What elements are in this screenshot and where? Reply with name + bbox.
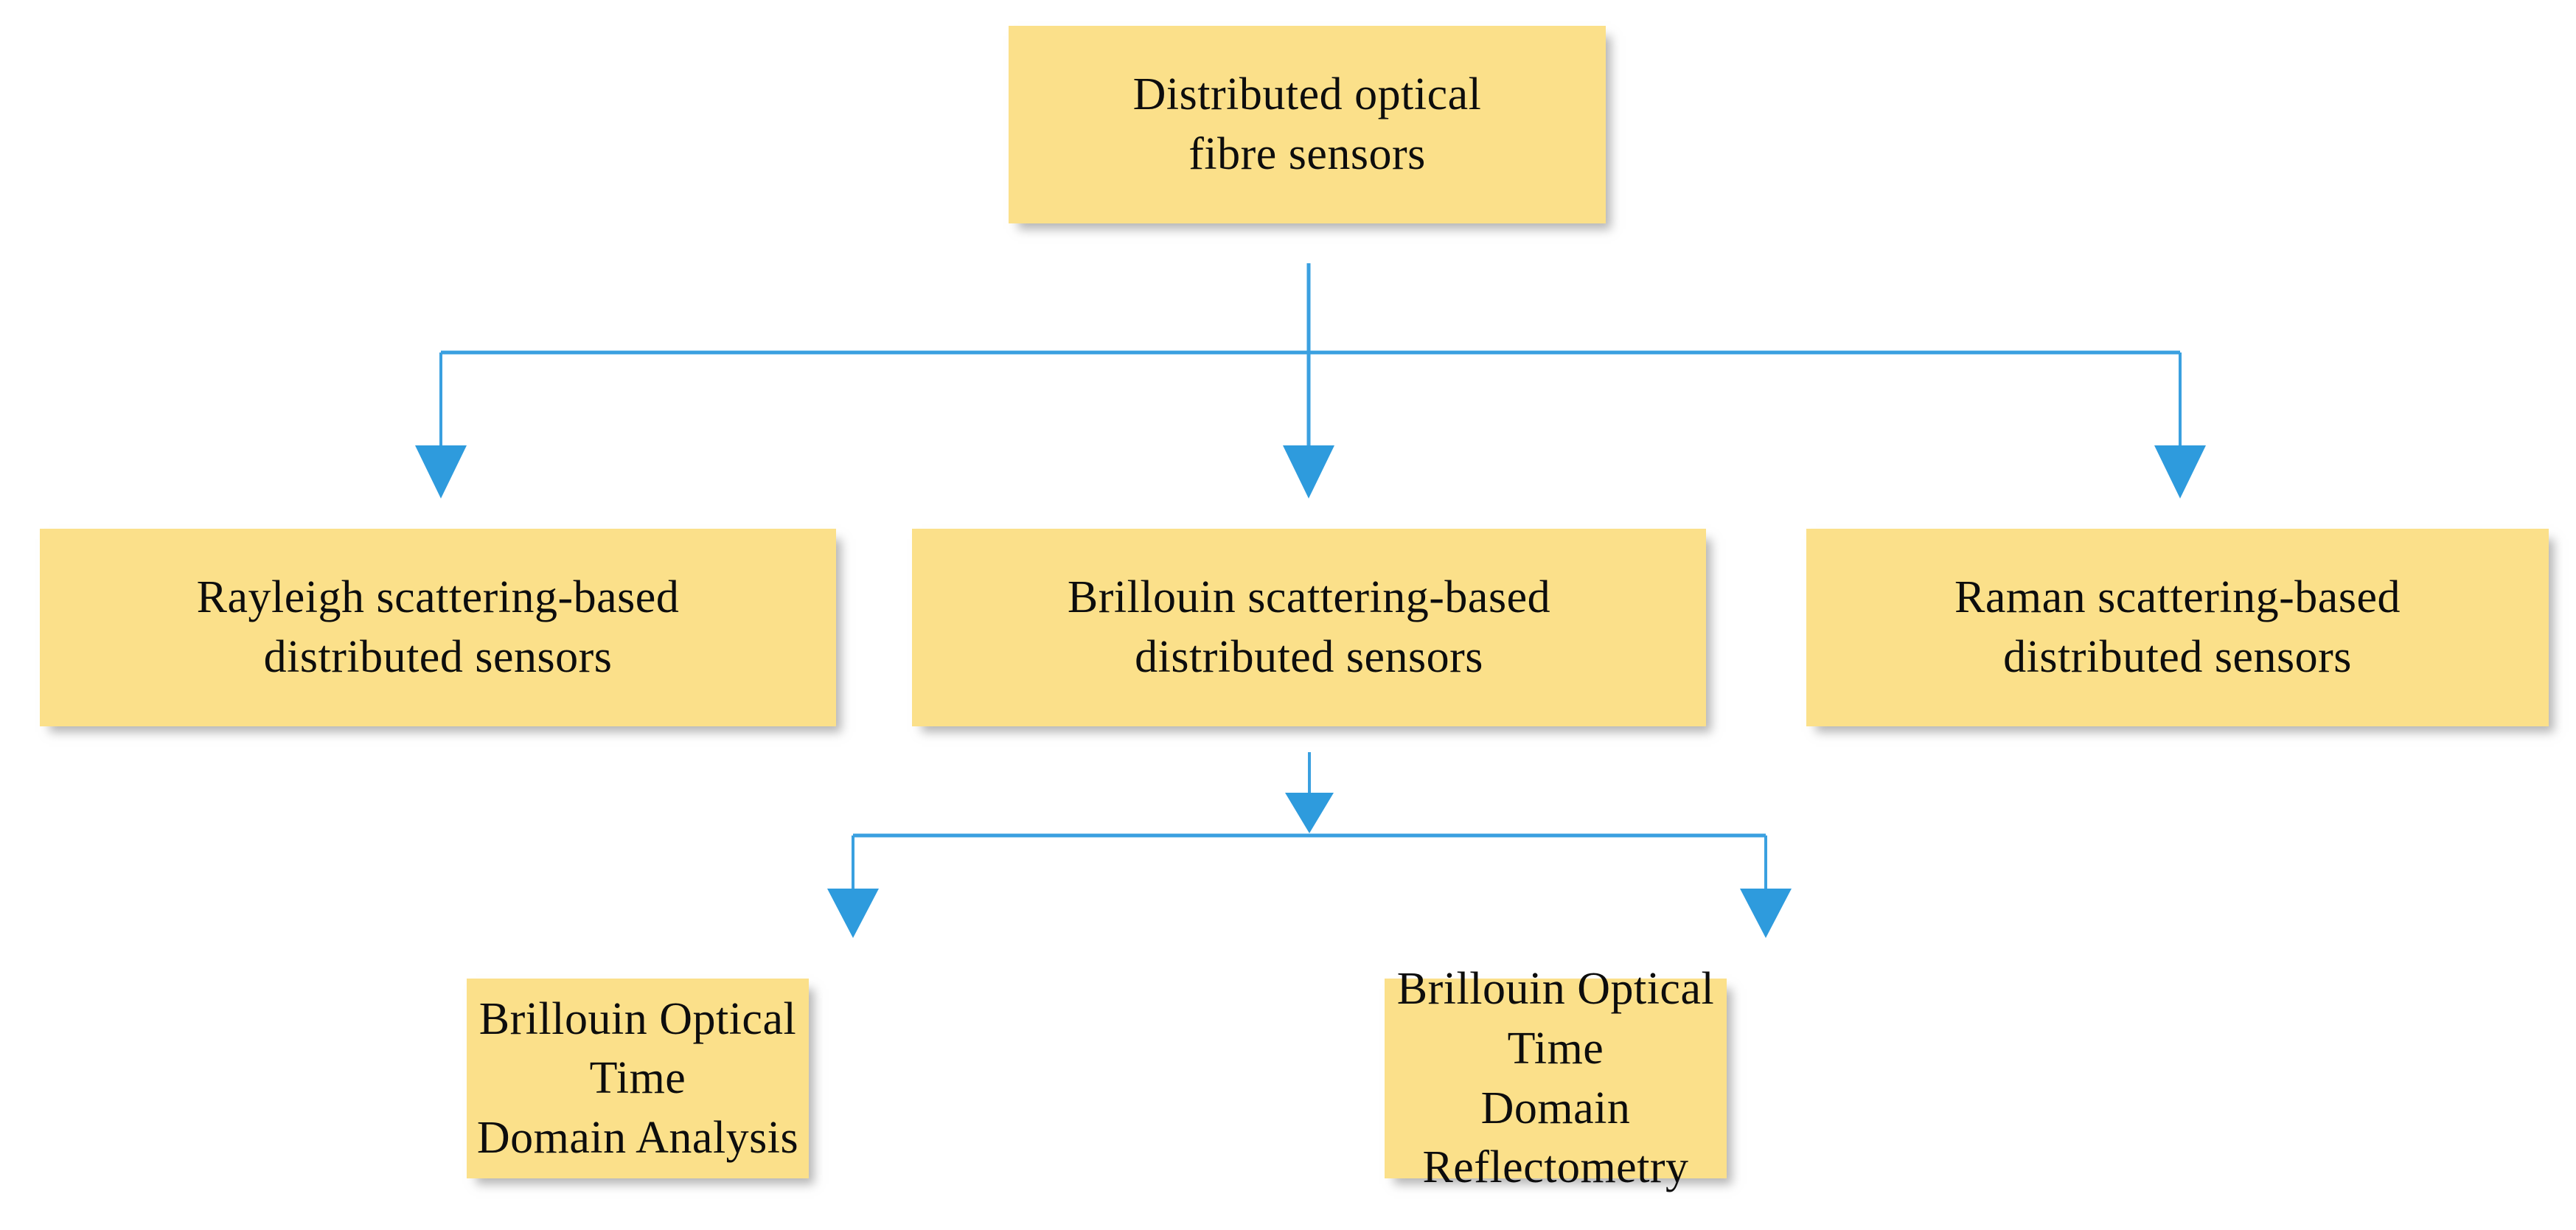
node-rayleigh-scattering-based-distributed-sensors[interactable]: Rayleigh scattering-based distributed sen… (40, 529, 836, 726)
node-label-line1: Brillouin Optical Time (1396, 964, 1715, 1074)
node-brillouin-scattering-based-distributed-sensors[interactable]: Brillouin scattering-based distributed se… (912, 529, 1706, 726)
node-label-line2: distributed sensors (2003, 632, 2352, 682)
node-label: Brillouin scattering-based distributed se… (912, 568, 1706, 687)
arrowhead-rayleigh (415, 445, 467, 498)
node-raman-scattering-based-distributed-sensors[interactable]: Raman scattering-based distributed sensor… (1806, 529, 2549, 726)
arrowhead-raman (2154, 445, 2206, 498)
node-label-line2: fibre sensors (1188, 129, 1426, 179)
node-label-line2: distributed sensors (1135, 632, 1483, 682)
arrowhead-brillouin (1283, 445, 1334, 498)
node-label-line1: Brillouin scattering-based (1067, 572, 1551, 623)
node-label-line2: Domain Reflectometry (1422, 1083, 1689, 1193)
node-distributed-optical-fibre-sensors[interactable]: Distributed optical fibre sensors (1009, 26, 1606, 223)
node-label-line2: distributed sensors (263, 632, 613, 682)
node-label-line1: Raman scattering-based (1954, 572, 2401, 623)
node-label-line1: Brillouin Optical Time (478, 993, 797, 1104)
arrowhead-botdr (1740, 889, 1792, 938)
arrowhead-brillouin-stem (1285, 793, 1334, 833)
node-label: Raman scattering-based distributed sensor… (1806, 568, 2549, 687)
arrowhead-botda (827, 889, 879, 938)
node-label-line2: Domain Analysis (476, 1112, 799, 1163)
node-label-line1: Rayleigh scattering-based (196, 572, 680, 623)
node-label-line1: Distributed optical (1132, 69, 1482, 120)
node-label: Distributed optical fibre sensors (1009, 65, 1606, 184)
node-label: Rayleigh scattering-based distributed sen… (40, 568, 836, 687)
